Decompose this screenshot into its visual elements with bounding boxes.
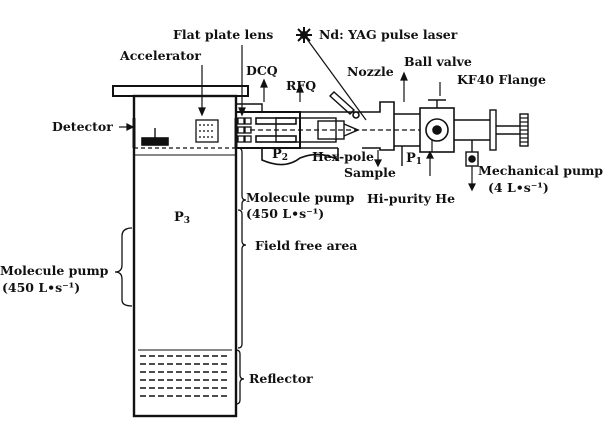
ball-valve-label: Ball valve [404, 54, 472, 69]
kf40-flange-label: KF40 Flange [457, 72, 546, 87]
source-chamber [362, 101, 395, 151]
laser-beam [303, 34, 367, 121]
accelerator-label: Accelerator [120, 48, 201, 63]
lens-blocks [237, 117, 252, 143]
molecule-pump-right-label: Molecule pump [246, 190, 355, 205]
flat-plate-lens-label: Flat plate lens [173, 27, 274, 42]
flight-tube [132, 94, 238, 418]
mechanical-pump-rate: (4 L•s⁻¹) [488, 180, 549, 195]
label-arrows [119, 45, 476, 192]
p1-label: P1 [406, 152, 422, 169]
nozzle-element [328, 91, 356, 115]
mechanical-pump-label: Mechanical pump [478, 163, 604, 178]
detector-element [141, 137, 169, 146]
top-plate [112, 85, 249, 97]
p2-sub: 2 [281, 153, 289, 163]
nozzle-label: Nozzle [347, 64, 394, 79]
reflector-grids [140, 355, 230, 397]
p3-main: P [174, 210, 184, 225]
p3-label: P3 [174, 211, 190, 228]
laser-label: Nd: YAG pulse laser [319, 27, 458, 42]
molecule-pump-right-rate: (450 L•s⁻¹) [246, 206, 325, 221]
field-free-brace [237, 209, 247, 349]
hi-purity-he-label: Hi-purity He [367, 191, 456, 206]
molecule-pump-left-label: Molecule pump [0, 263, 109, 278]
accelerator-plates [195, 119, 219, 143]
reflector-label: Reflector [249, 371, 313, 386]
p1-main: P [406, 151, 416, 166]
dcq-label: DCQ [246, 63, 278, 78]
p3-sub: 3 [183, 216, 191, 226]
reflector-brace [235, 349, 245, 405]
p2-label: P2 [272, 148, 288, 165]
molecule-pump-left-brace [114, 227, 133, 307]
rfq-label: RFQ [286, 78, 317, 93]
sample-label: Sample [344, 165, 396, 180]
field-free-area-label: Field free area [255, 238, 358, 253]
hex-pole-label: Hex-pole [312, 149, 374, 164]
p1-sub: 1 [415, 157, 423, 167]
p2-chamber [261, 148, 339, 166]
molecule-pump-right-brace [237, 147, 247, 210]
laser-star-icon [296, 27, 312, 43]
molecule-pump-left-rate: (450 L•s⁻¹) [2, 280, 81, 295]
p2-main: P [272, 147, 282, 162]
detector-label: Detector [52, 119, 113, 134]
